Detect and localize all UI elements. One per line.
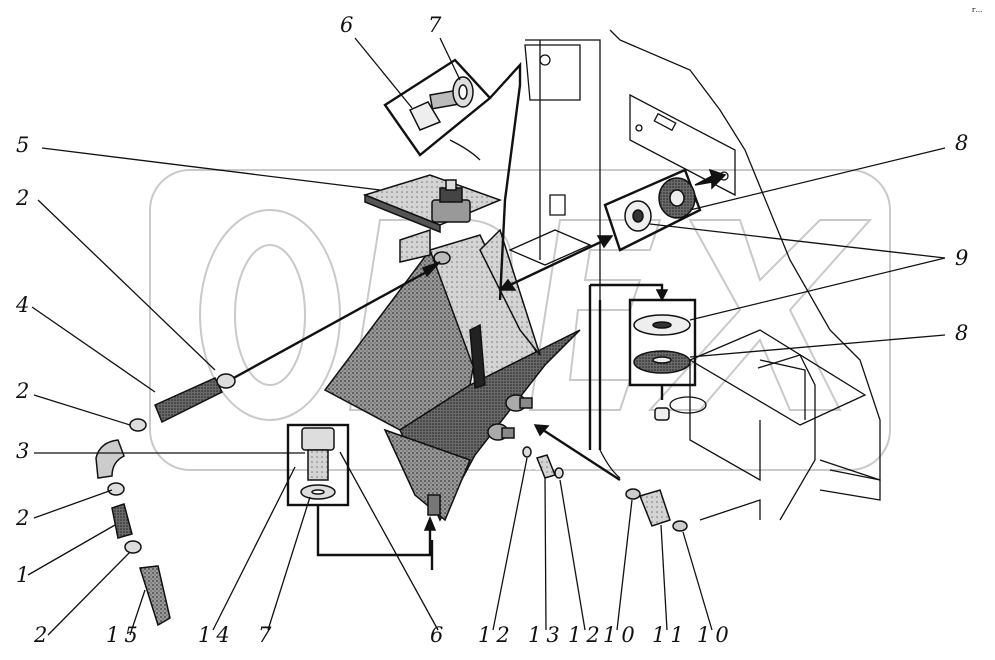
callout-6-top: 6 bbox=[340, 13, 353, 37]
callout-8-mid: 8 bbox=[955, 321, 968, 345]
callout-6-bot: 6 bbox=[430, 623, 443, 647]
callout-labels: 6 7 5 8 2 9 4 8 2 3 2 1 2 15 14 7 6 12 1… bbox=[15, 6, 982, 647]
callout-14: 14 bbox=[198, 623, 235, 647]
callout-4: 4 bbox=[15, 293, 29, 317]
assembly-arrows bbox=[229, 235, 621, 482]
callout-11: 11 bbox=[652, 623, 689, 647]
callout-2-d: 2 bbox=[33, 623, 47, 647]
inset-lower-bolt bbox=[286, 423, 437, 570]
leader-lines bbox=[27, 37, 946, 636]
vehicle-frame-outline bbox=[508, 29, 881, 521]
callout-10-b: 10 bbox=[697, 623, 734, 647]
callout-2-b: 2 bbox=[15, 379, 29, 403]
callout-5: 5 bbox=[16, 133, 29, 157]
callout-2-c: 2 bbox=[15, 506, 29, 530]
coolant-tank bbox=[323, 174, 581, 522]
callout-9: 9 bbox=[955, 246, 968, 270]
inset-right-washers-top bbox=[603, 168, 727, 252]
inset-top-bolt bbox=[383, 58, 522, 301]
callout-3: 3 bbox=[16, 439, 29, 463]
callout-13: 13 bbox=[528, 623, 565, 647]
callout-7-bot: 7 bbox=[258, 623, 272, 647]
callout-2-a: 2 bbox=[15, 186, 29, 210]
callout-7-top: 7 bbox=[428, 13, 442, 37]
hoses-and-clamps bbox=[95, 373, 236, 627]
callout-12-a: 12 bbox=[478, 623, 515, 647]
callout-15: 15 bbox=[106, 623, 143, 647]
small-fittings bbox=[522, 446, 688, 532]
callout-1: 1 bbox=[16, 563, 29, 587]
callout-12-b: 12 bbox=[568, 623, 605, 647]
callout-8-top: 8 bbox=[955, 131, 968, 155]
watermark-text: ОРЕХ bbox=[520, 462, 550, 473]
callout-10-a: 10 bbox=[603, 623, 640, 647]
inset-right-washers-mid bbox=[588, 283, 697, 450]
corner-mark: г... bbox=[972, 6, 982, 14]
